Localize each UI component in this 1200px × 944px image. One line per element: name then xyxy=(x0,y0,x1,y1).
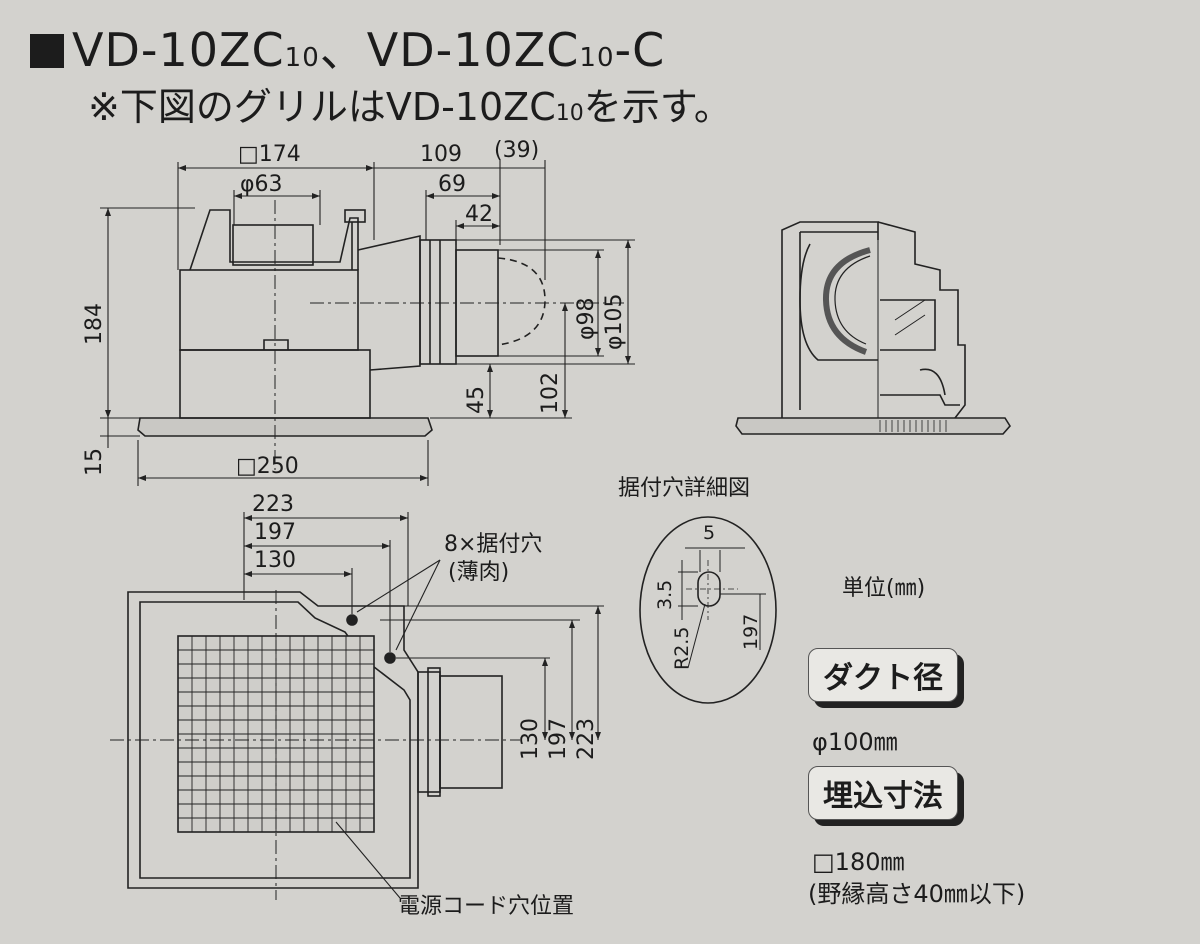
embed-size-note: (野縁高さ40㎜以下) xyxy=(808,880,1026,908)
grille-mesh xyxy=(178,636,374,832)
dim-flange: 15 xyxy=(82,448,107,476)
dim-right-width: 109 xyxy=(420,142,462,167)
dim-45: 45 xyxy=(464,386,489,414)
embed-size-badge: 埋込寸法 xyxy=(808,766,958,820)
dim-b-223: 223 xyxy=(252,492,294,517)
dim-duct-d1: φ98 xyxy=(574,297,599,340)
section-view-fan xyxy=(735,221,1011,435)
hole-dim-3-5: 3.5 xyxy=(654,579,676,610)
hole-detail-title: 据付穴詳細図 xyxy=(618,476,751,501)
dim-height-total: 184 xyxy=(82,303,107,345)
dim-42: 42 xyxy=(465,202,493,227)
hole-dim-r2-5: R2.5 xyxy=(671,626,693,670)
dim-flange-width: □250 xyxy=(236,454,299,479)
model-title: VD-10ZC10、VD-10ZC10-C xyxy=(30,14,665,80)
hole-detail-drawing xyxy=(639,516,777,704)
units-label: 単位(㎜) xyxy=(842,576,926,601)
embed-size-value: □180㎜ xyxy=(812,848,905,876)
dim-b-130: 130 xyxy=(254,548,296,573)
hole-dim-5: 5 xyxy=(703,522,716,544)
dim-v-197: 197 xyxy=(546,718,571,760)
duct-diameter-badge: ダクト径 xyxy=(808,648,958,702)
callout-power-cord: 電源コード穴位置 xyxy=(398,894,575,919)
bottom-view-dimensions xyxy=(243,512,604,899)
square-bullet-icon xyxy=(30,34,64,68)
grille-note: ※下図のグリルはVD-10ZC10を示す。 xyxy=(88,85,732,129)
side-view-dimensions xyxy=(100,160,635,486)
dim-102: 102 xyxy=(538,372,563,414)
duct-diameter-value: φ100㎜ xyxy=(812,728,898,756)
hole-dim-197: 197 xyxy=(740,613,762,650)
dim-v-130: 130 xyxy=(518,718,543,760)
dim-69: 69 xyxy=(438,172,466,197)
callout-mounting-holes: 8×据付穴 xyxy=(444,532,543,557)
dim-b-197: 197 xyxy=(254,520,296,545)
dim-duct-inner: φ63 xyxy=(240,172,283,197)
callout-thin-wall: (薄肉) xyxy=(448,560,510,585)
dim-v-223: 223 xyxy=(574,718,599,760)
side-view-fan xyxy=(137,209,546,437)
dim-body-width: □174 xyxy=(238,142,301,167)
dim-duct-d2: φ105 xyxy=(602,293,627,350)
dim-extra: (39) xyxy=(494,138,540,163)
